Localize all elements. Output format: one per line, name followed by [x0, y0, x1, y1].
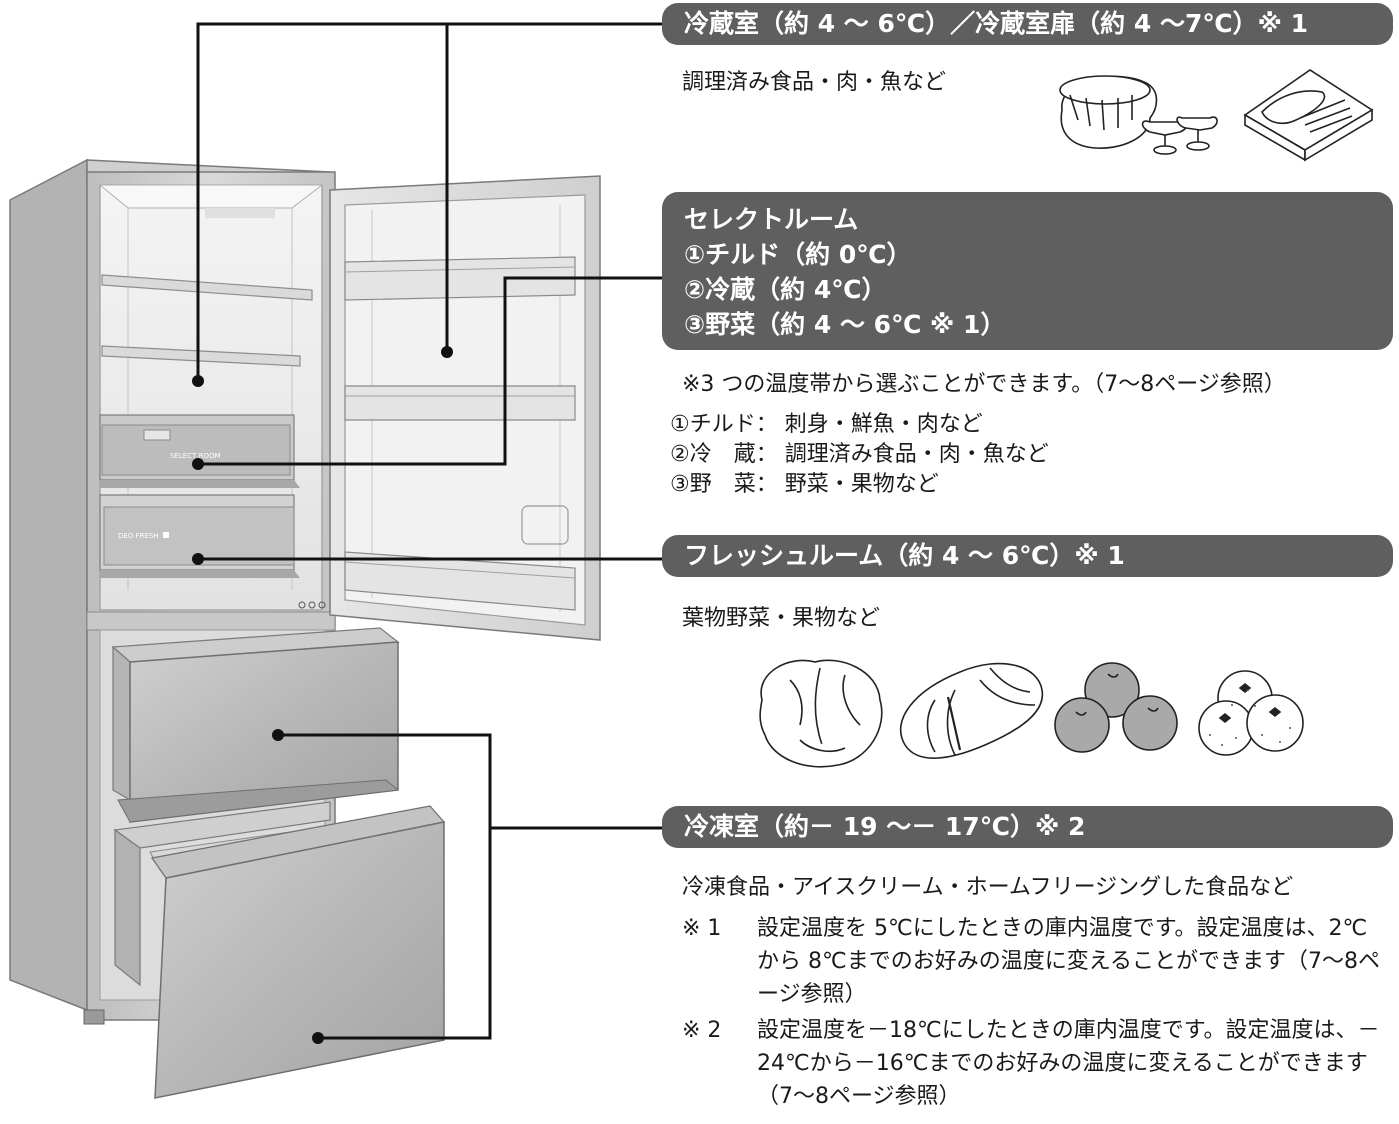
mandarins-icon [1198, 670, 1304, 756]
footnote-2-text: 設定温度を－18℃にしたときの庫内温度です。設定温度は、－24℃から－16℃まで… [757, 1018, 1380, 1109]
covered-dish-icon [1059, 75, 1218, 155]
select-room-drawer: SELECT ROOM [99, 414, 300, 488]
select-room-label: SELECT ROOM [170, 452, 221, 460]
fresh-room-drawer: DEO FRESH [99, 494, 300, 578]
select-mode-chilled: ①チルド（約 0℃） [684, 240, 912, 269]
select-mode-fridge: ②冷蔵（約 4℃） [684, 275, 887, 304]
glass-shelves [101, 274, 313, 367]
usage-chilled: ①チルド： 刺身・鮮魚・肉など [670, 412, 983, 437]
band-select-room: セレクトルーム ①チルド（約 0℃） ②冷蔵（約 4℃） ③野菜（約 4 ～ 6… [662, 192, 1393, 350]
footnote-2-mark: ※ 2 [682, 1018, 722, 1043]
door-pockets [344, 256, 576, 611]
sashimi-tray-icon [1243, 69, 1374, 162]
band-fresh-title: フレッシュルーム（約 4 ～ 6℃）※ 1 [684, 541, 1125, 570]
band-freezer-title: 冷凍室（約－ 19 ～－ 17℃）※ 2 [684, 812, 1086, 841]
leader-dots [192, 346, 453, 1044]
footnote-2: ※ 2 設定温度を－18℃にしたときの庫内温度です。設定温度は、－24℃から－1… [682, 1014, 1387, 1113]
leader-lines [196, 22, 662, 1040]
fresh-foods-text: 葉物野菜・果物など [682, 606, 881, 631]
select-room-usage-list: ①チルド： 刺身・鮮魚・肉など ②冷 蔵： 調理済み食品・肉・魚など ③野 菜：… [670, 410, 1049, 500]
fridge-foot [83, 1009, 105, 1025]
footnote-1-mark: ※ 1 [682, 916, 722, 941]
chinese-cabbage-icon [899, 662, 1044, 759]
band-fresh-room: フレッシュルーム（約 4 ～ 6℃）※ 1 [662, 535, 1393, 577]
band-freezer: 冷凍室（約－ 19 ～－ 17℃）※ 2 [662, 806, 1393, 848]
footnote-1: ※ 1 設定温度を 5℃にしたときの庫内温度です。設定温度は、2℃から 8℃まで… [682, 912, 1387, 1011]
band-fridge-compartment: 冷蔵室（約 4 ～ 6℃）／冷蔵室扉（約 4 ～7℃）※ 1 [662, 3, 1393, 45]
band-fridge-title: 冷蔵室（約 4 ～ 6℃）／冷蔵室扉（約 4 ～7℃）※ 1 [684, 9, 1309, 38]
usage-vegetable: ③野 菜： 野菜・果物など [670, 472, 939, 497]
upper-freezer-drawer [111, 627, 400, 823]
select-room-title: セレクトルーム [684, 205, 859, 234]
select-mode-vegetable: ③野菜（約 4 ～ 6℃ ※ 1） [684, 310, 1006, 339]
usage-fridge: ②冷 蔵： 調理済み食品・肉・魚など [670, 442, 1049, 467]
footnote-1-text: 設定温度を 5℃にしたときの庫内温度です。設定温度は、2℃から 8℃までのお好み… [757, 916, 1381, 1007]
fridge-door [329, 175, 601, 641]
apples-icon [1054, 662, 1178, 753]
freezer-foods-text: 冷凍食品・アイスクリーム・ホームフリージングした食品など [682, 875, 1294, 900]
fridge-foods-text: 調理済み食品・肉・魚など [682, 70, 947, 95]
deo-fresh-label: DEO FRESH [118, 532, 159, 540]
fridge-side-panel [9, 158, 88, 1012]
lower-freezer-drawer [113, 801, 446, 1099]
select-room-note: ※3 つの温度帯から選ぶことができます。（7～8ページ参照） [682, 372, 1286, 397]
lettuce-icon [759, 659, 883, 768]
